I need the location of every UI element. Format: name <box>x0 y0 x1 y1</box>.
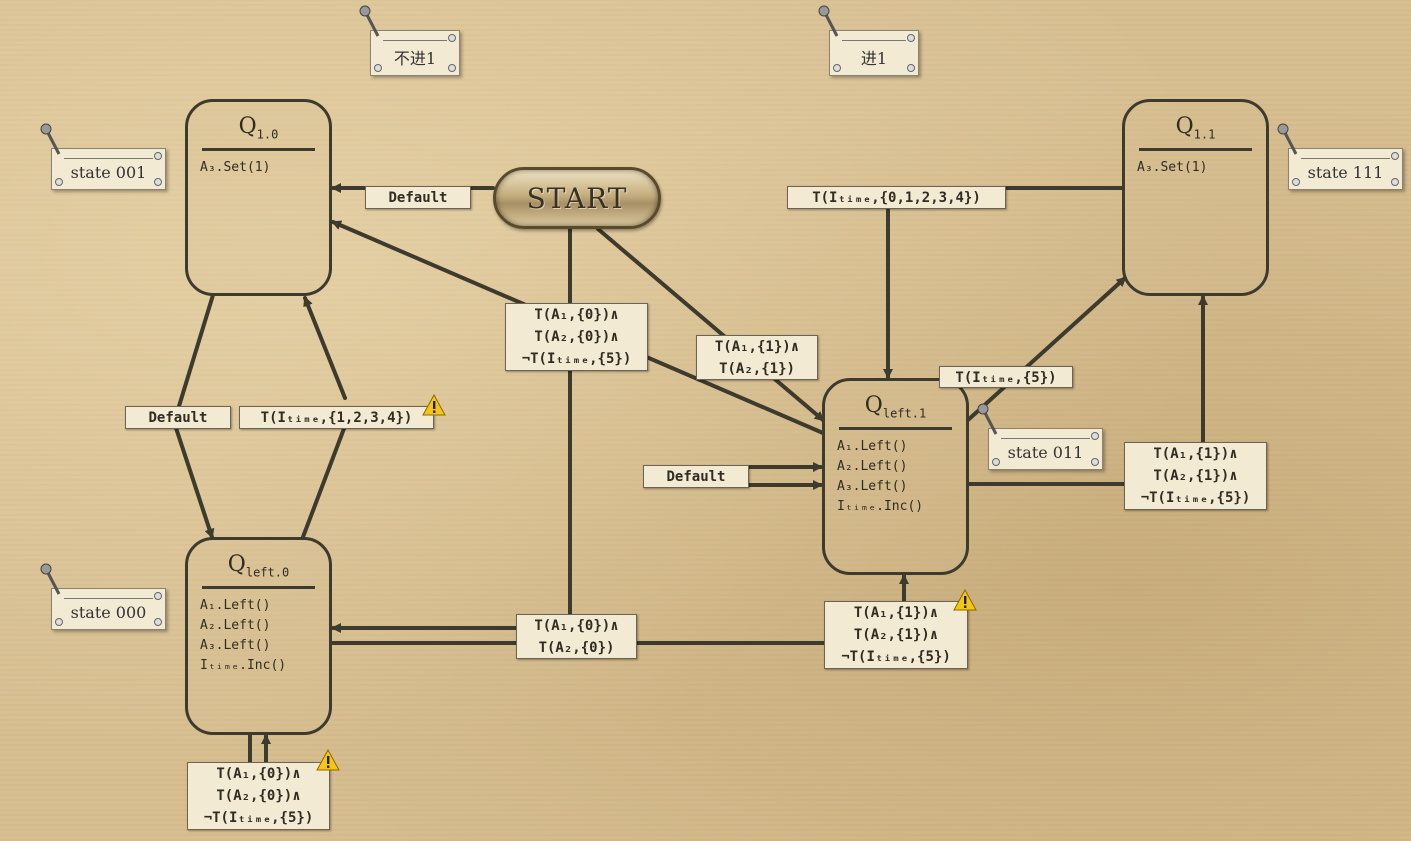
note-state-001: state 001 <box>51 148 166 190</box>
state-title: Q1.0 <box>202 114 315 151</box>
pushpin-icon <box>40 563 61 595</box>
transition-label-default-left: Default <box>125 406 231 429</box>
state-title: Qleft.1 <box>839 393 952 430</box>
transition-label-itime-1234: T(Iₜᵢₘₑ,{1,2,3,4}) <box>239 406 434 429</box>
warning-icon <box>422 394 446 416</box>
state-actions: A₃.Set(1) <box>1137 160 1208 175</box>
start-node: START <box>493 167 661 229</box>
note-state-000: state 000 <box>51 588 166 630</box>
transition-label-a11: T(A₁,{1})∧ T(A₂,{1}) <box>696 335 818 380</box>
transition-label-default-start: Default <box>365 186 471 209</box>
warning-icon <box>316 749 340 771</box>
state-qleft-1: Qleft.1 A₁.Left() A₂.Left() A₃.Left() Iₜ… <box>822 378 969 575</box>
pushpin-icon <box>818 5 839 37</box>
state-title: Qleft.0 <box>202 552 315 589</box>
pushpin-icon <box>359 5 380 37</box>
state-q1-0: Q1.0 A₃.Set(1) <box>185 99 332 296</box>
note-state-011: state 011 <box>988 428 1103 470</box>
transition-label-itime-01234: T(Iₜᵢₘₑ,{0,1,2,3,4}) <box>787 186 1006 209</box>
warning-icon <box>953 589 977 611</box>
transition-label-a00: T(A₁,{0})∧ T(A₂,{0}) <box>516 614 637 659</box>
state-q1-1: Q1.1 A₃.Set(1) <box>1122 99 1269 296</box>
pushpin-icon <box>40 123 61 155</box>
transition-label-right-a11-not5: T(A₁,{1})∧ T(A₂,{1})∧ ¬T(Iₜᵢₘₑ,{5}) <box>1124 442 1267 510</box>
state-actions: A₃.Set(1) <box>200 160 271 175</box>
state-title: Q1.1 <box>1139 114 1252 151</box>
transition-label-center-a00-not5: T(A₁,{0})∧ T(A₂,{0})∧ ¬T(Iₜᵢₘₑ,{5}) <box>505 303 648 371</box>
transition-label-itime-5: T(Iₜᵢₘₑ,{5}) <box>939 366 1073 388</box>
transition-label-default-qleft1: Default <box>643 465 749 488</box>
note-state-111: state 111 <box>1288 148 1403 190</box>
note-no-carry: 不进1 <box>370 30 460 76</box>
transition-label-bottom-a11-not5: T(A₁,{1})∧ T(A₂,{1})∧ ¬T(Iₜᵢₘₑ,{5}) <box>824 601 968 669</box>
note-carry: 进1 <box>829 30 919 76</box>
state-actions: A₁.Left() A₂.Left() A₃.Left() Iₜᵢₘₑ.Inc(… <box>837 439 924 514</box>
state-actions: A₁.Left() A₂.Left() A₃.Left() Iₜᵢₘₑ.Inc(… <box>200 598 287 673</box>
pushpin-icon <box>1277 123 1298 155</box>
state-qleft-0: Qleft.0 A₁.Left() A₂.Left() A₃.Left() Iₜ… <box>185 537 332 735</box>
pushpin-icon <box>977 403 998 435</box>
transition-label-self-a00-not5: T(A₁,{0})∧ T(A₂,{0})∧ ¬T(Iₜᵢₘₑ,{5}) <box>187 762 330 830</box>
